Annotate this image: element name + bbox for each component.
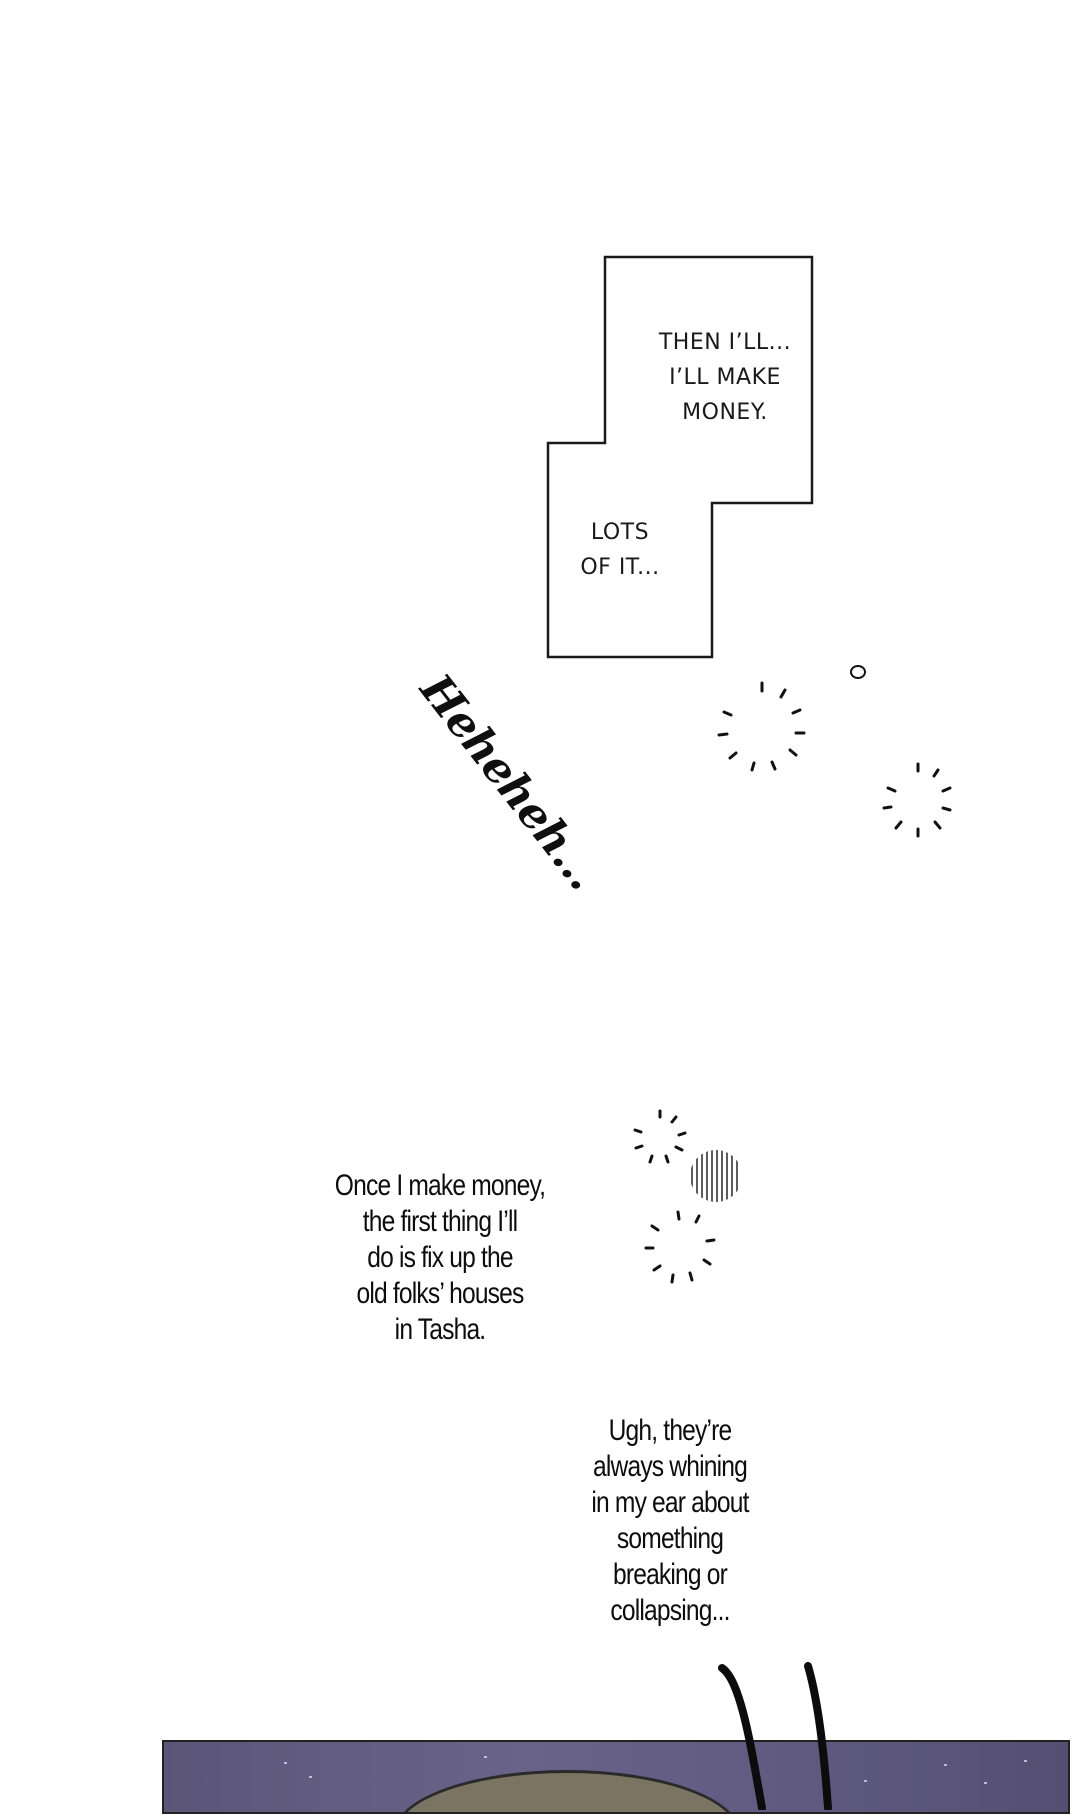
narration-lower-text: LOTS OF IT... <box>580 520 660 580</box>
sparkle-burst-graphic <box>717 681 806 772</box>
night-speck <box>944 1764 947 1766</box>
sparkle-burst-graphic <box>644 1210 716 1284</box>
night-speck <box>284 1762 287 1764</box>
illustration-figure-head <box>394 1770 740 1812</box>
antennae-icon <box>700 1660 860 1812</box>
narration-upper-text: THEN I’LL... I’LL MAKE MONEY. <box>658 330 792 425</box>
sparkle-burst-graphic <box>633 1109 687 1164</box>
sparkle-burst-icon <box>630 1108 690 1173</box>
hatched-circle-icon <box>688 1148 744 1209</box>
hatched-circle-graphic <box>691 1150 738 1202</box>
night-speck <box>309 1776 312 1778</box>
narration-box-outline <box>546 255 814 659</box>
sparkle-burst-graphic <box>882 762 952 838</box>
night-speck <box>1024 1760 1027 1762</box>
speech-text-money-plan: Once I make money, the first thing I’ll … <box>334 1169 546 1346</box>
sparkle-burst-icon <box>878 760 958 845</box>
antennae-graphic <box>718 1662 832 1812</box>
sfx-laugh: Heheheh... <box>409 664 609 900</box>
night-speck <box>484 1756 487 1758</box>
speech-text-complaint: Ugh, they’re always whining in my ear ab… <box>591 1414 749 1627</box>
small-circle-icon <box>848 662 868 687</box>
night-speck <box>864 1780 867 1782</box>
small-circle-graphic <box>850 665 866 679</box>
narration-box: THEN I’LL... I’LL MAKE MONEY. LOTS OF IT… <box>540 255 820 660</box>
sparkle-burst-icon <box>712 678 812 783</box>
illustration-panel <box>162 1740 1070 1814</box>
sparkle-burst-icon <box>642 1208 722 1293</box>
night-speck <box>984 1782 987 1784</box>
